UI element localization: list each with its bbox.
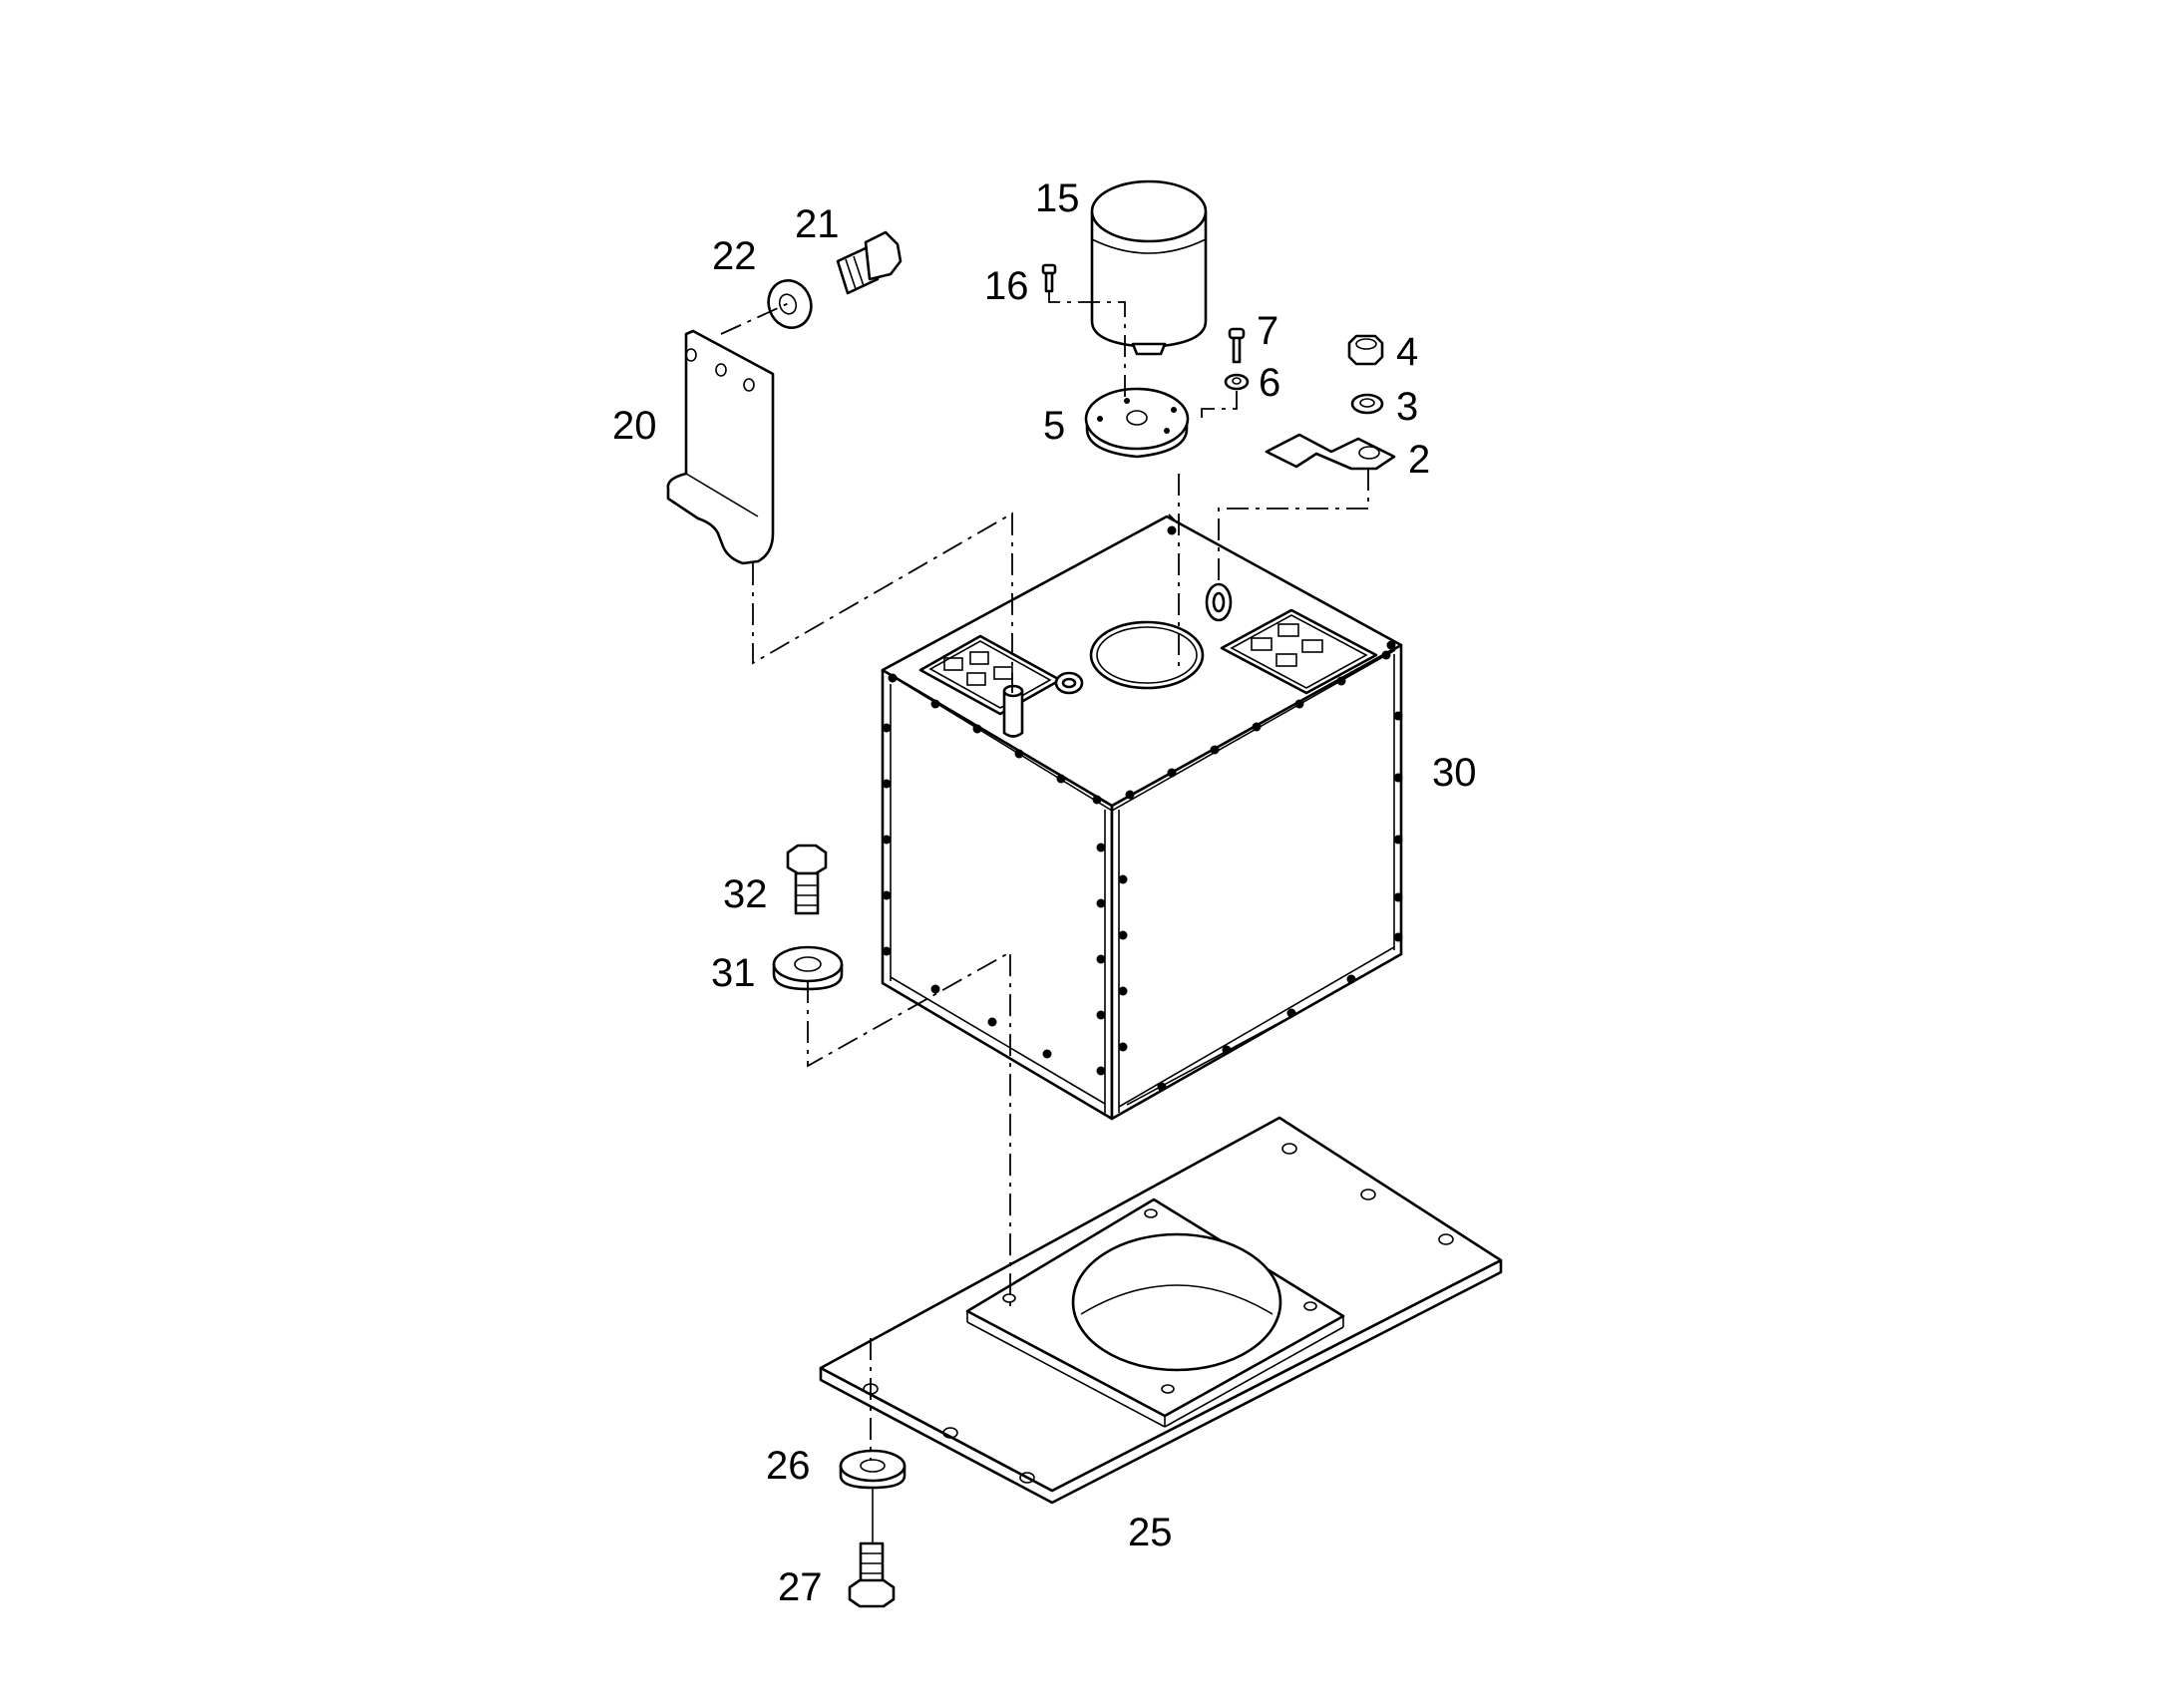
label-25: 25 [1128,1511,1173,1554]
label-30: 30 [1432,751,1477,795]
label-4: 4 [1396,330,1418,374]
label-3: 3 [1396,385,1418,429]
bolt-32 [786,844,828,915]
label-2: 2 [1408,438,1430,482]
label-32: 32 [723,872,768,916]
label-21: 21 [795,202,840,246]
bracket-2 [1265,433,1396,471]
washer-3 [1350,393,1384,415]
label-26: 26 [766,1444,811,1488]
label-27: 27 [778,1565,823,1609]
label-15: 15 [1035,176,1080,220]
washer-31 [772,945,844,991]
washer-22 [767,279,813,329]
washer-6 [1224,373,1250,391]
part-labels: 15 21 22 16 7 4 6 3 20 5 2 30 32 31 26 2… [612,176,1477,1609]
label-16: 16 [984,264,1029,308]
screw-7 [1228,327,1246,364]
washer-26 [839,1449,907,1490]
screw-16 [1041,263,1057,293]
base-plate [819,1116,1503,1505]
l-bracket-20 [666,329,775,565]
label-6: 6 [1259,361,1280,405]
label-7: 7 [1257,309,1278,353]
label-5: 5 [1043,404,1065,448]
bolt-27 [848,1541,896,1608]
bolt-21 [836,230,903,295]
assembly-lines [720,291,1369,1543]
cover-plate [1084,387,1190,459]
label-31: 31 [711,951,756,995]
tank-body [881,514,1403,1121]
nut-4 [1347,334,1384,366]
label-22: 22 [712,234,757,278]
filter-canister [1090,179,1208,356]
label-20: 20 [612,404,657,448]
